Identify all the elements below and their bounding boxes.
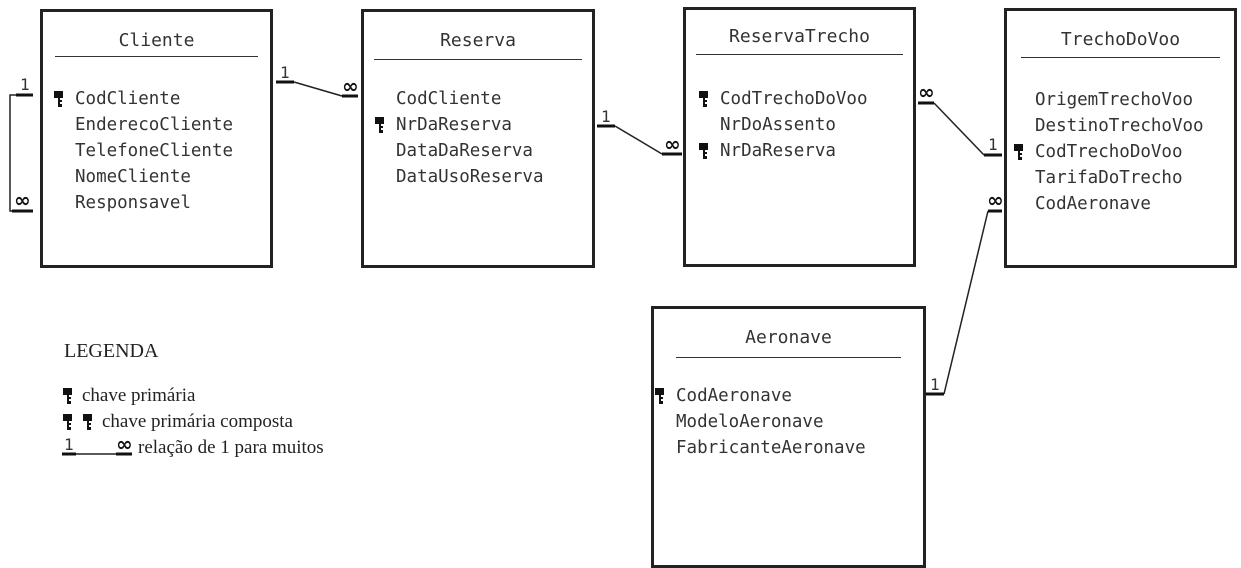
field-name: CodTrechoDoVoo — [1035, 142, 1183, 162]
field-row: CodAeronave — [654, 383, 866, 409]
title-divider — [55, 56, 258, 57]
field-row: DestinoTrechoVoo — [1013, 113, 1204, 139]
field-row: DataUsoReserva — [374, 164, 544, 190]
field-name: EnderecoCliente — [75, 115, 234, 135]
key-icon — [54, 91, 63, 107]
legend-row-one-to-many: 1 ∞ relação de 1 para muitos — [62, 435, 324, 461]
field-row: OrigemTrechoVoo — [1013, 87, 1204, 113]
field-row: FabricanteAeronave — [654, 435, 866, 461]
field-name: DestinoTrechoVoo — [1035, 116, 1204, 136]
legend-row-composite-key: chave primária composta — [62, 409, 324, 435]
field-row: CodTrechoDoVoo — [698, 86, 868, 112]
field-name: FabricanteAeronave — [676, 438, 866, 458]
field-name: DataUsoReserva — [396, 167, 544, 187]
cardinality-many-label: ∞ — [342, 74, 359, 98]
field-row: Responsavel — [53, 190, 233, 216]
sample-many-label: ∞ — [116, 438, 132, 456]
cardinality-one-label: 1 — [601, 107, 611, 126]
legend-label: chave primária — [82, 385, 196, 406]
field-name: NrDaReserva — [720, 141, 836, 161]
legend: LEGENDA chave primária chave primária co… — [62, 340, 324, 461]
key-icon — [375, 117, 384, 133]
title-divider — [696, 54, 903, 55]
key-icon — [699, 143, 708, 159]
field-row: CodTrechoDoVoo — [1013, 139, 1204, 165]
field-name: TelefoneCliente — [75, 141, 234, 161]
key-icon — [1014, 144, 1023, 160]
cardinality-one-label: 1 — [20, 75, 30, 94]
field-name: DataDaReserva — [396, 141, 533, 161]
key-icon — [83, 414, 92, 430]
entity-title: Reserva — [440, 30, 516, 51]
field-row: NomeCliente — [53, 164, 233, 190]
field-row: ModeloAeronave — [654, 409, 866, 435]
one-to-many-sample: 1 ∞ — [62, 438, 132, 456]
relationship-cliente-self: 1 ∞ — [9, 75, 33, 213]
cardinality-one-label: 1 — [930, 375, 940, 394]
field-name: Responsavel — [75, 193, 191, 213]
relationship-reserva-reservatrecho: 1 ∞ — [597, 107, 682, 156]
entity-title: Cliente — [118, 30, 195, 51]
cardinality-many-label: ∞ — [918, 80, 935, 104]
field-name: OrigemTrechoVoo — [1035, 90, 1194, 110]
legend-row-primary-key: chave primária — [62, 383, 324, 409]
field-name: NrDaReserva — [396, 115, 512, 135]
entity-title: Aeronave — [745, 327, 832, 348]
field-row: DataDaReserva — [374, 138, 544, 164]
entity-title: ReservaTrecho — [729, 26, 870, 47]
key-icon — [699, 91, 708, 107]
cardinality-one-label: 1 — [988, 135, 998, 154]
field-row: NrDaReserva — [374, 112, 544, 138]
field-name: CodCliente — [396, 89, 502, 109]
relationship-aeronave-trecho: 1 ∞ — [926, 188, 1004, 396]
field-row: CodAeronave — [1013, 191, 1204, 217]
field-row: TarifaDoTrecho — [1013, 165, 1204, 191]
legend-label: relação de 1 para muitos — [138, 437, 324, 458]
key-icon — [63, 414, 72, 430]
field-name: CodAeronave — [1035, 194, 1151, 214]
relationship-cliente-reserva: 1 ∞ — [276, 63, 359, 98]
key-icon — [63, 388, 72, 404]
sample-one-label: 1 — [64, 438, 74, 454]
field-row: CodCliente — [53, 86, 233, 112]
title-divider — [676, 357, 901, 358]
relationship-reservatrecho-trecho: ∞ 1 — [918, 80, 1002, 157]
field-name: TarifaDoTrecho — [1035, 168, 1183, 188]
cardinality-many-label: ∞ — [987, 188, 1004, 212]
field-row: NrDoAssento — [698, 112, 868, 138]
field-row: CodCliente — [374, 86, 544, 112]
cardinality-one-label: 1 — [280, 63, 290, 82]
field-name: CodTrechoDoVoo — [720, 89, 868, 109]
field-name: NomeCliente — [75, 167, 191, 187]
legend-title: LEGENDA — [64, 340, 159, 362]
key-icon — [655, 388, 664, 404]
field-name: CodCliente — [75, 89, 181, 109]
field-name: ModeloAeronave — [676, 412, 824, 432]
field-row: TelefoneCliente — [53, 138, 233, 164]
title-divider — [1021, 57, 1220, 58]
legend-label: chave primária composta — [102, 411, 293, 432]
cardinality-many-label: ∞ — [14, 188, 31, 212]
field-name: NrDoAssento — [720, 115, 836, 135]
title-divider — [374, 59, 582, 60]
field-row: NrDaReserva — [698, 138, 868, 164]
field-row: EnderecoCliente — [53, 112, 233, 138]
entity-title: TrechoDoVoo — [1060, 29, 1181, 50]
cardinality-many-label: ∞ — [664, 132, 681, 156]
field-name: CodAeronave — [676, 386, 792, 406]
